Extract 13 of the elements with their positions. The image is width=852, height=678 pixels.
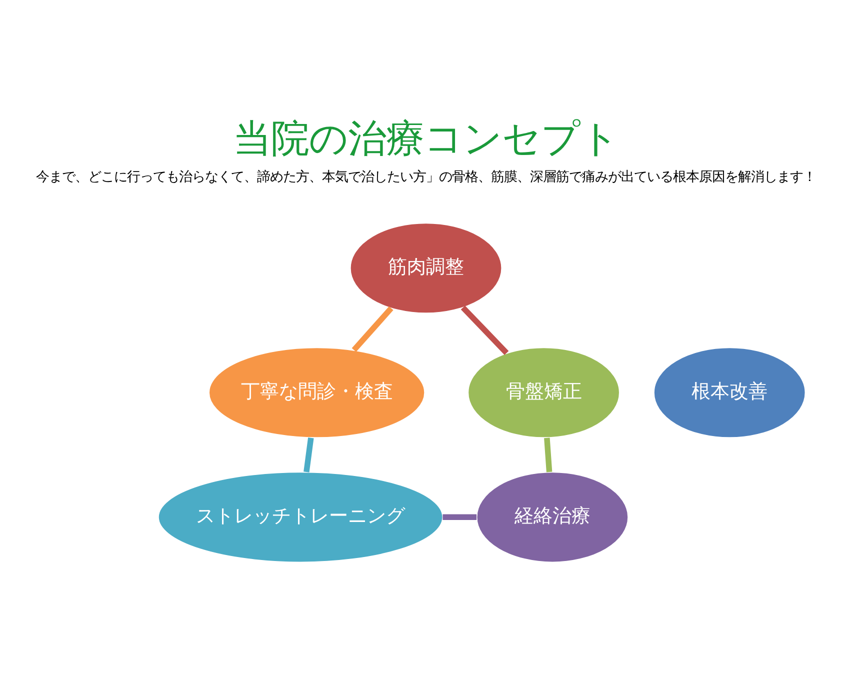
connector xyxy=(460,305,509,354)
diagram-title: 当院の治療コンセプト xyxy=(233,116,619,161)
node-ellipse: 丁寧な問診・検査 xyxy=(208,346,426,438)
label: 今まで、どこに行っても治らなくて、諦めた方、本気で治したい方」の骨格、筋膜、深層筋で痛みが出ている根本原因を解消します！ xyxy=(36,170,816,185)
node-ellipse: ストレッチトレーニング xyxy=(158,471,444,562)
connector xyxy=(544,437,552,472)
connector xyxy=(304,437,314,472)
node-ellipse: 根本改善 xyxy=(653,346,806,438)
node-ellipse: 骨盤矯正 xyxy=(468,346,620,438)
node-ellipse: 筋肉調整 xyxy=(350,222,502,314)
connector xyxy=(442,514,477,520)
connector xyxy=(352,306,394,352)
node-ellipse: 経絡治療 xyxy=(476,471,629,562)
